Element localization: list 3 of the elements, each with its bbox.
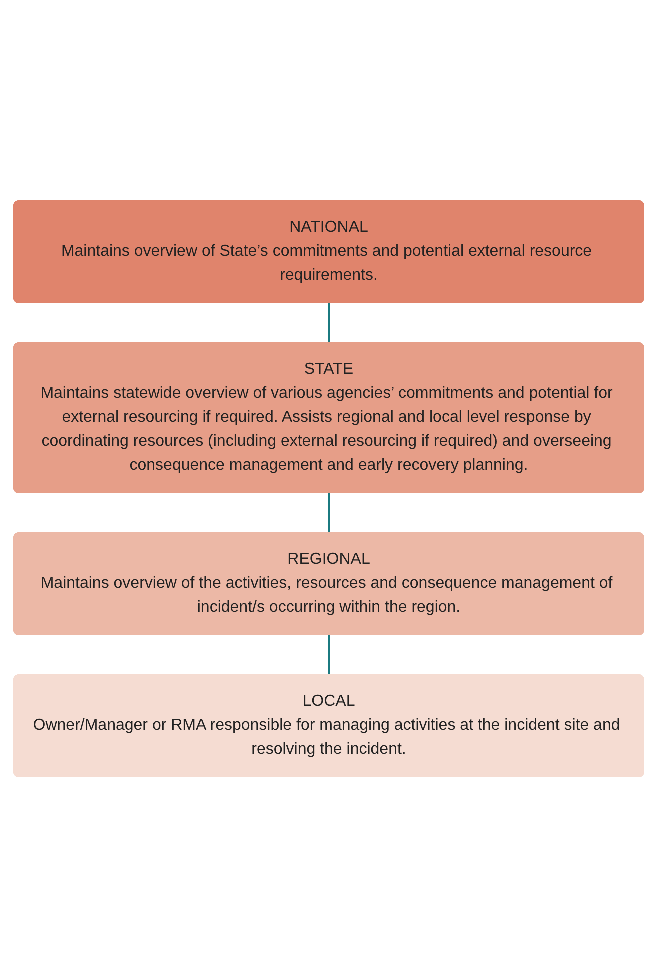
connector	[328, 492, 330, 534]
connector	[328, 302, 330, 344]
connector	[328, 634, 330, 676]
